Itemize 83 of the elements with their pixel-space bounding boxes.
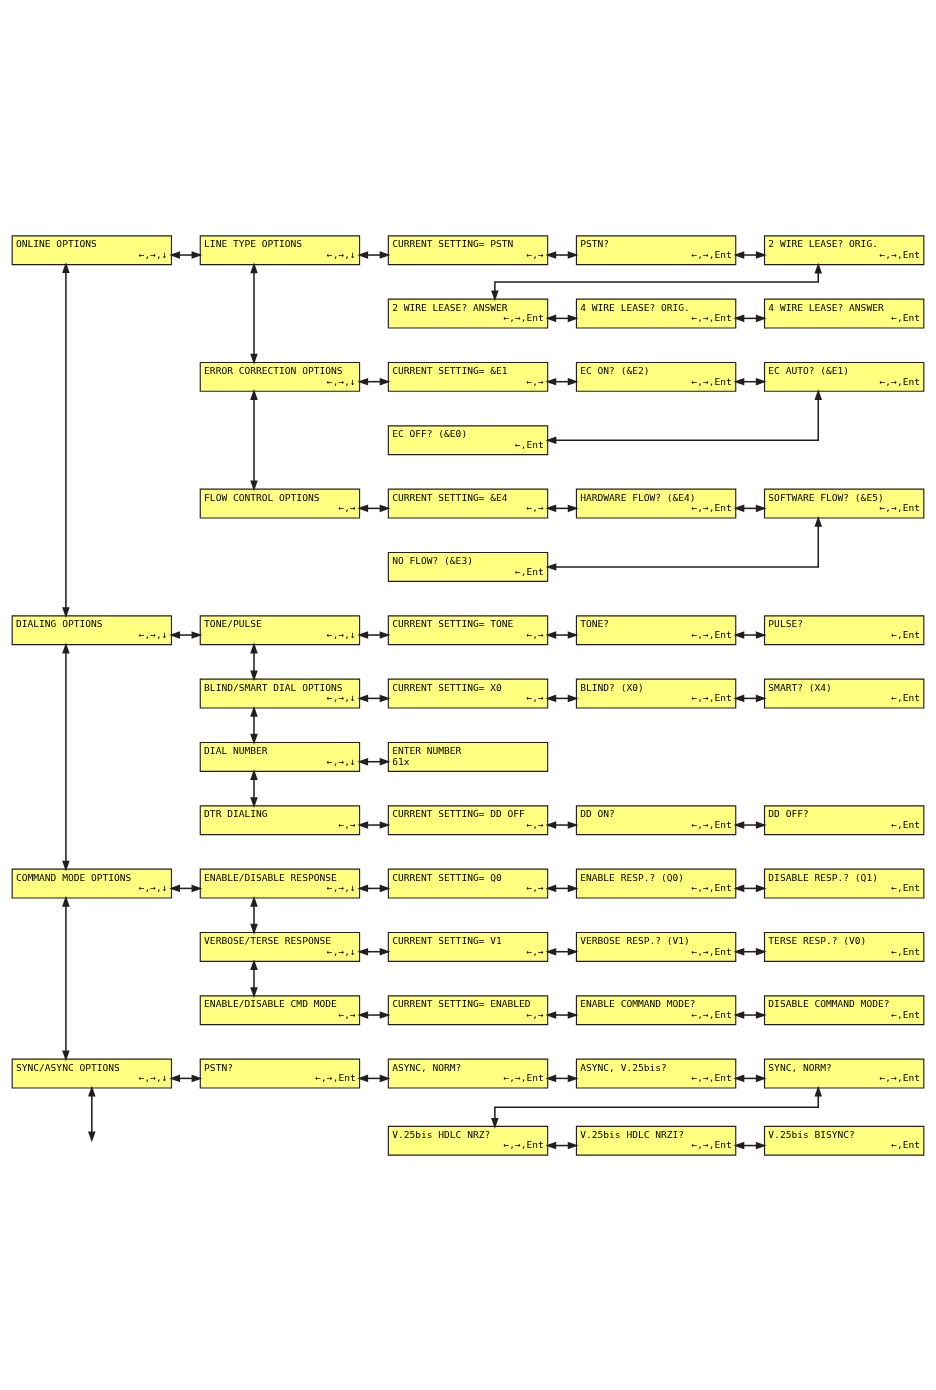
arrow [733, 630, 767, 639]
node-box: CURRENT SETTING= PSTN ←,→ [387, 234, 549, 265]
node-box: CURRENT SETTING= V1 ←,→ [387, 931, 549, 962]
arrow [545, 515, 823, 571]
node-box: CURRENT SETTING= &E4 ←,→ [387, 488, 549, 519]
node-box: ERROR CORRECTION OPTIONS ←,→,↓ [199, 361, 361, 392]
arrow [62, 895, 70, 1061]
arrow [357, 630, 391, 639]
node-box: 4 WIRE LEASE? ANSWER ←,Ent [763, 298, 925, 329]
node-box: PULSE? ←,Ent [763, 614, 925, 645]
node-box: BLIND? (X0) ←,→,Ent [575, 678, 737, 709]
node-box: ASYNC, NORM? ←,→,Ent [387, 1058, 549, 1089]
node-box: LINE TYPE OPTIONS ←,→,↓ [199, 234, 361, 265]
node-box: 4 WIRE LEASE? ORIG. ←,→,Ent [575, 298, 737, 329]
arrow [545, 630, 579, 639]
node-box: ONLINE OPTIONS ←,→,↓ [11, 234, 173, 265]
node-box: ENABLE COMMAND MODE? ←,→,Ent [575, 994, 737, 1025]
node-box: SOFTWARE FLOW? (&E5) ←,→,Ent [763, 488, 925, 519]
arrow [733, 820, 767, 829]
arrow [250, 642, 258, 681]
arrow [545, 820, 579, 829]
node-box: VERBOSE/TERSE RESPONSE ←,→,↓ [199, 931, 361, 962]
arrow [250, 388, 258, 491]
node-box: FLOW CONTROL OPTIONS ←,→ [199, 488, 361, 519]
arrow [545, 388, 823, 444]
arrow [733, 1010, 767, 1019]
arrow [545, 1010, 579, 1019]
arrow [250, 705, 258, 745]
node-box: V.25bis HDLC NRZI? ←,→,Ent [575, 1125, 737, 1156]
node-box: ENABLE/DISABLE CMD MODE ←,→ [199, 994, 361, 1025]
arrow [491, 262, 823, 301]
node-box: TERSE RESP.? (V0) ←,Ent [763, 931, 925, 962]
node-box: V.25bis HDLC NRZ? ←,→,Ent [387, 1125, 549, 1156]
node-box: DISABLE COMMAND MODE? ←,Ent [763, 994, 925, 1025]
arrow [62, 642, 70, 871]
node-box: DTR DIALING ←,→ [199, 804, 361, 835]
arrow [491, 1085, 823, 1129]
node-box: ENABLE RESP.? (Q0) ←,→,Ent [575, 868, 737, 899]
node-box: EC ON? (&E2) ←,→,Ent [575, 361, 737, 392]
arrow [169, 250, 203, 259]
node-box: SYNC, NORM? ←,→,Ent [763, 1058, 925, 1089]
node-box: ENTER NUMBER 61x [387, 741, 549, 772]
node-box: DISABLE RESP.? (Q1) ←,Ent [763, 868, 925, 899]
node-box: HARDWARE FLOW? (&E4) ←,→,Ent [575, 488, 737, 519]
node-box: V.25bis BISYNC? ←,Ent [763, 1125, 925, 1156]
node-box: CURRENT SETTING= Q0 ←,→ [387, 868, 549, 899]
arrow [62, 261, 70, 618]
node-box: CURRENT SETTING= DD OFF ←,→ [387, 804, 549, 835]
node-box: DD OFF? ←,Ent [763, 804, 925, 835]
node-box: DIALING OPTIONS ←,→,↓ [11, 614, 173, 645]
node-box: CURRENT SETTING= &E1 ←,→ [387, 361, 549, 392]
arrow [545, 250, 579, 259]
arrow [250, 958, 258, 998]
node-box: BLIND/SMART DIAL OPTIONS ←,→,↓ [199, 678, 361, 709]
arrow [733, 250, 767, 259]
arrow [357, 1010, 391, 1019]
node-box: NO FLOW? (&E3) ←,Ent [387, 551, 549, 582]
node-box: COMMAND MODE OPTIONS ←,→,↓ [11, 868, 173, 899]
node-box: VERBOSE RESP.? (V1) ←,→,Ent [575, 931, 737, 962]
node-box: EC AUTO? (&E1) ←,→,Ent [763, 361, 925, 392]
node-box: ENABLE/DISABLE RESPONSE ←,→,↓ [199, 868, 361, 899]
arrow [250, 261, 258, 364]
node-box: PSTN? ←,→,Ent [199, 1058, 361, 1089]
arrow [250, 895, 258, 935]
node-box: ASYNC, V.25bis? ←,→,Ent [575, 1058, 737, 1089]
node-box: TONE? ←,→,Ent [575, 614, 737, 645]
node-box: 2 WIRE LEASE? ORIG. ←,→,Ent [763, 234, 925, 265]
arrow [169, 630, 203, 639]
node-box: CURRENT SETTING= X0 ←,→ [387, 678, 549, 709]
node-box: SMART? (X4) ←,Ent [763, 678, 925, 709]
node-box: 2 WIRE LEASE? ANSWER ←,→,Ent [387, 298, 549, 329]
arrow [250, 768, 258, 808]
arrow [357, 250, 391, 259]
node-box: PSTN? ←,→,Ent [575, 234, 737, 265]
node-box: TONE/PULSE ←,→,↓ [199, 614, 361, 645]
node-box: EC OFF? (&E0) ←,Ent [387, 424, 549, 455]
node-box: DD ON? ←,→,Ent [575, 804, 737, 835]
node-box: DIAL NUMBER ←,→,↓ [199, 741, 361, 772]
arrow [88, 1085, 96, 1142]
node-box: SYNC/ASYNC OPTIONS ←,→,↓ [11, 1058, 173, 1089]
node-box: CURRENT SETTING= TONE ←,→ [387, 614, 549, 645]
arrow [357, 820, 391, 829]
node-box: CURRENT SETTING= ENABLED ←,→ [387, 994, 549, 1025]
